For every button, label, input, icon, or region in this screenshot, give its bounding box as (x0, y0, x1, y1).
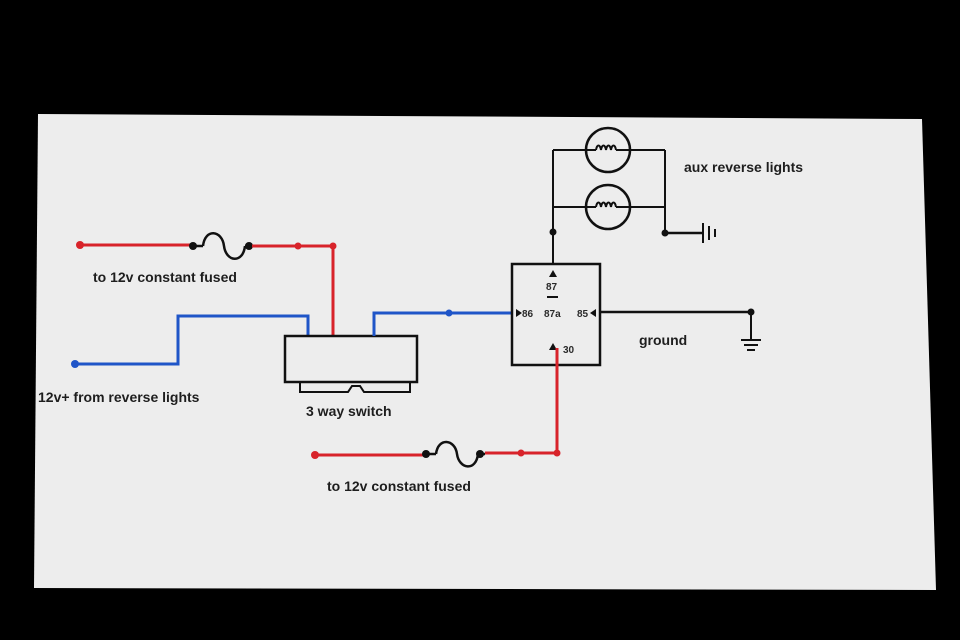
junction-dot (445, 309, 453, 317)
relay-pin-86: 86 (522, 309, 534, 320)
switch-icon (283, 334, 419, 393)
ground-icon (702, 223, 716, 243)
bottom-fuse-circuit: to 12v constant fused (311, 348, 561, 494)
junction-dot (517, 449, 525, 457)
switch-label: 3 way switch (306, 403, 392, 419)
aux-lights-label: aux reverse lights (684, 159, 803, 175)
lamp-icon (584, 183, 632, 231)
ground-label: ground (639, 332, 687, 348)
relay-pin-30: 30 (563, 345, 575, 356)
aux-lights-circuit: aux reverse lights (549, 126, 803, 264)
terminal-dot (76, 241, 84, 249)
junction-dot (294, 242, 302, 250)
fuse-top-label: to 12v constant fused (93, 269, 237, 285)
screen-area (34, 114, 936, 590)
switch-output-wire (372, 311, 512, 336)
relay-pin-87a: 87a (544, 309, 561, 320)
junction-dot (549, 228, 557, 236)
top-fuse-circuit: to 12v constant fused (76, 232, 337, 336)
reverse-input-circuit: 12v+ from reverse lights (38, 314, 310, 405)
fuse-icon (189, 232, 253, 260)
reverse-input-wire (75, 314, 310, 366)
fuse-icon (422, 440, 485, 468)
ground-icon (741, 339, 761, 351)
relay-ground-circuit: ground (600, 308, 761, 351)
reverse-input-label: 12v+ from reverse lights (38, 389, 200, 405)
relay-pin-85: 85 (577, 309, 589, 320)
terminal-dot (311, 451, 319, 459)
fuse-bottom-label: to 12v constant fused (327, 478, 471, 494)
relay-pin-87: 87 (546, 282, 558, 293)
terminal-dot (71, 360, 79, 368)
lamp-icon (584, 126, 632, 174)
junction-dot (661, 229, 669, 237)
